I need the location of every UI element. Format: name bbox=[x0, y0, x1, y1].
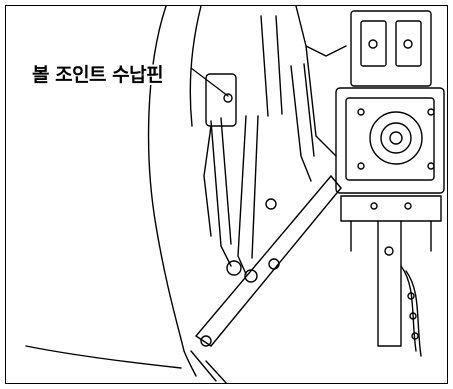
upper-mechanism bbox=[295, 6, 432, 157]
rear-tire bbox=[25, 6, 202, 377]
lift-links bbox=[203, 15, 315, 283]
callout-leader-line bbox=[190, 67, 229, 97]
tractor-hitch-drawing bbox=[25, 6, 445, 383]
drawbar-housing bbox=[335, 87, 445, 194]
technical-illustration: 볼 조인트 수납핀 bbox=[5, 5, 448, 384]
drawbar-chain bbox=[377, 220, 422, 357]
drawbar-bracket bbox=[340, 195, 442, 252]
ball-joint-storage-pin-label: 볼 조인트 수납핀 bbox=[32, 64, 164, 86]
lower-link-arm bbox=[190, 175, 342, 383]
